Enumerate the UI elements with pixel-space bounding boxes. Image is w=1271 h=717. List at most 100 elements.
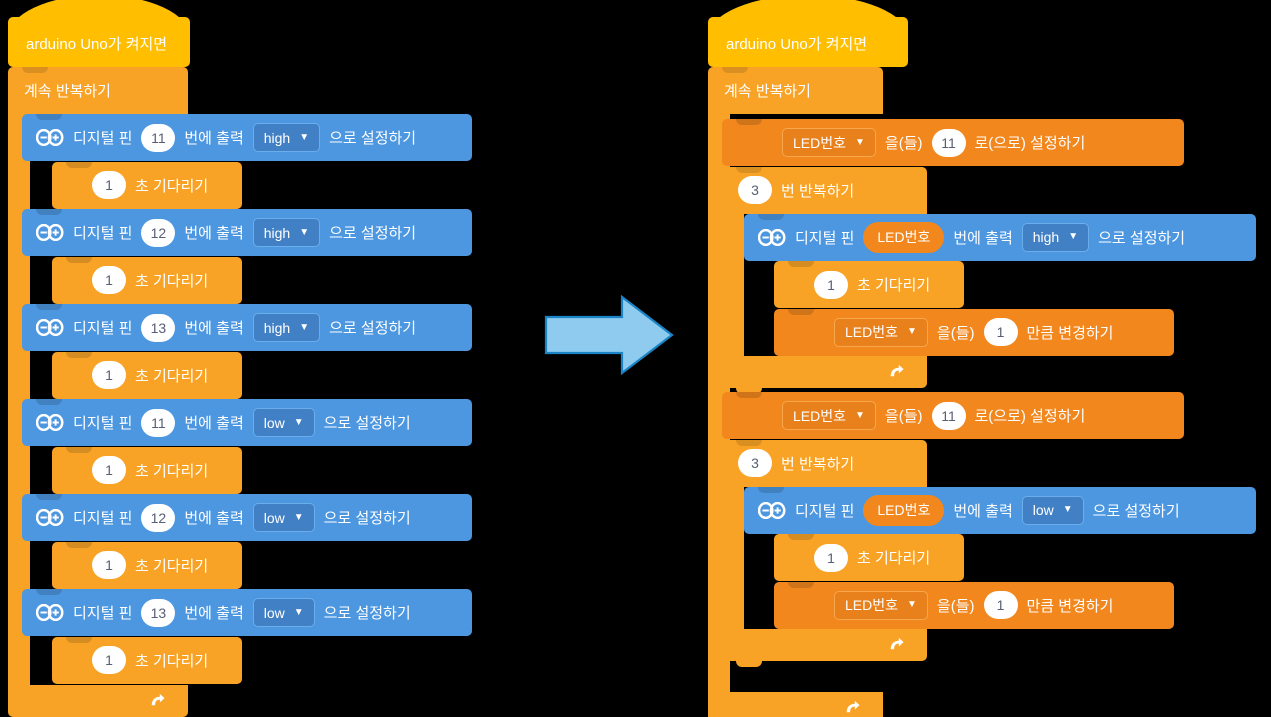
right-hat-block[interactable]: arduino Uno가 켜지면 [708,0,908,67]
hat-dome [708,0,908,39]
chevron-down-icon: ▼ [293,416,304,428]
pin-level-dropdown[interactable]: low▼ [252,408,315,437]
chevron-down-icon: ▼ [1062,504,1073,515]
pin-level-dropdown[interactable]: high▼ [252,313,321,342]
variable-value-input[interactable]: 11 [931,128,966,157]
pin-level-dropdown[interactable]: low ▼ [252,503,315,532]
repeat-suffix-label: 번 반복하기 [781,455,855,473]
pin-output-label: 번에 출력 [184,415,244,432]
pin-level-dropdown-value: low [1032,502,1054,518]
pin-level-dropdown[interactable]: high ▼ [1021,222,1090,252]
repeat-header[interactable]: 3 번 반복하기 [722,439,927,487]
variable-name-dropdown[interactable]: LED번호▼ [834,317,928,347]
variable-name-dropdown[interactable]: LED번호▼ [782,128,876,157]
left-hat-label: arduino Uno가 켜지면 [26,36,168,53]
pin-level-dropdown[interactable]: high▼ [252,218,321,247]
arduino-infinity-icon [36,604,64,621]
pin-level-dropdown[interactable]: high ▼ [252,123,321,152]
repeat-count-input[interactable]: 3 [738,449,772,477]
wait-seconds-input[interactable]: 1 [92,266,126,294]
right-forever-header[interactable]: 계속 반복하기 [708,67,883,114]
pin-level-dropdown-value: high [263,129,291,146]
repeat-count-input[interactable]: 3 [738,176,772,204]
pin-level-dropdown-value: low [263,509,285,526]
repeat-footer[interactable] [722,629,927,667]
arduino-infinity-icon [758,501,786,519]
right-hat-label: arduino Uno가 켜지면 [726,36,868,53]
set-to-label: 으로 설정하기 [323,605,411,622]
chevron-down-icon: ▼ [293,511,304,523]
wait-block[interactable]: 1 초 기다리기 [52,256,242,304]
pin-level-dropdown-value: high [1032,229,1060,245]
variable-name-dropdown[interactable]: LED번호▼ [834,590,928,620]
wait-block[interactable]: 1 초 기다리기 [774,261,964,308]
arduino-infinity-icon [36,319,64,336]
pin-number-input[interactable]: 12 [141,503,176,532]
pin-output-label: 번에 출력 [953,502,1013,520]
wait-unit-label: 초 기다리기 [857,277,931,294]
left-forever-footer[interactable] [8,685,188,717]
pin-variable-pill[interactable]: LED번호 [863,221,945,253]
arduino-infinity-icon [36,129,64,146]
wait-seconds-input[interactable]: 1 [814,270,848,299]
hat-dome [8,0,190,39]
pin-level-dropdown[interactable]: low▼ [252,598,315,627]
left-forever-arm [8,114,30,685]
variable-value-input[interactable]: 11 [931,401,966,430]
wait-seconds-input[interactable]: 1 [92,361,126,389]
variable-set-to-label: 로(으로) 설정하기 [974,408,1086,425]
variable-change-by-label: 만큼 변경하기 [1026,597,1114,615]
wait-seconds-input[interactable]: 1 [92,456,126,484]
left-forever-header[interactable]: 계속 반복하기 [8,67,188,114]
pin-number-input[interactable]: 13 [141,598,176,627]
left-hat-block[interactable]: arduino Uno가 켜지면 [8,0,190,67]
wait-seconds-input[interactable]: 1 [814,543,848,572]
variable-delta-input[interactable]: 1 [983,591,1018,619]
repeat-footer[interactable] [722,356,927,394]
chevron-down-icon: ▼ [1068,231,1079,242]
wait-unit-label: 초 기다리기 [135,272,209,290]
right-forever-footer[interactable] [708,692,883,717]
digital-pin-label: 디지털 핀 [73,130,133,147]
loop-return-arrow-icon [890,364,904,376]
pin-output-label: 번에 출력 [184,320,244,337]
wait-unit-label: 초 기다리기 [135,557,209,575]
chevron-down-icon: ▼ [299,131,310,143]
wait-block[interactable]: 1 초 기다리기 [52,541,242,589]
left-forever-block[interactable]: 계속 반복하기 [8,67,188,717]
wait-unit-label: 초 기다리기 [135,367,209,385]
pin-output-label: 번에 출력 [184,510,244,527]
wait-block[interactable]: 1 초 기다리기 [52,351,242,399]
variable-name-dropdown[interactable]: LED번호▼ [782,401,876,430]
pin-number-input[interactable]: 11 [141,123,176,152]
pin-number-input[interactable]: 12 [141,218,176,247]
wait-seconds-input[interactable]: 1 [92,646,126,674]
variable-delta-input[interactable]: 1 [983,318,1018,346]
wait-seconds-input[interactable]: 1 [92,551,126,579]
pin-number-input[interactable]: 13 [141,313,176,342]
pin-variable-pill[interactable]: LED번호 [863,494,945,526]
pin-number-input[interactable]: 11 [141,408,176,437]
repeat-block[interactable]: 3 번 반복하기 [722,439,927,667]
wait-seconds-input[interactable]: 1 [92,171,126,199]
pin-level-dropdown[interactable]: low ▼ [1021,495,1084,525]
